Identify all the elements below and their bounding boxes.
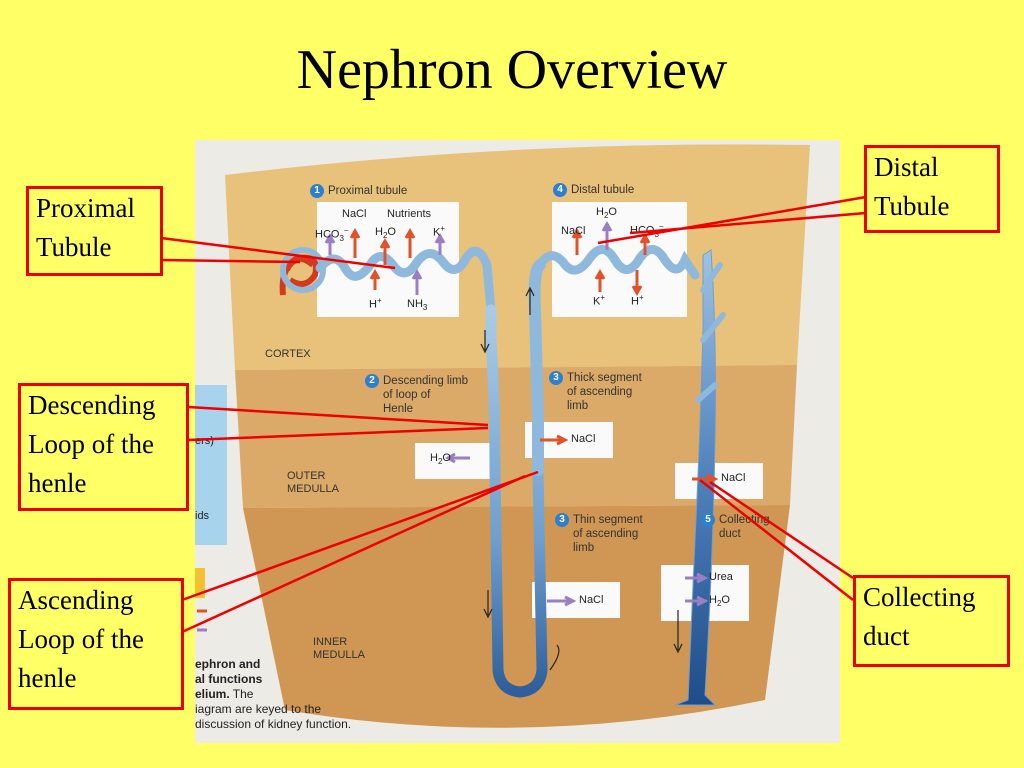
chem-h2o-duct: H2O: [709, 594, 730, 609]
chem-h2o-distal: H2O: [596, 206, 617, 221]
chem-nacl-proximal: NaCl: [342, 208, 367, 220]
proximal-line-1: [160, 236, 396, 270]
chem-nutrients: Nutrients: [387, 208, 432, 220]
descending-limb-path: [485, 304, 548, 698]
callout-proximal-tubule: Proximal Tubule: [26, 186, 163, 276]
collecting-duct-path: [674, 249, 717, 706]
ascending-line-1: [181, 470, 539, 602]
chem-nh3: NH3: [407, 298, 428, 313]
ascending-line-2: [181, 474, 526, 634]
descending-line-1: [187, 405, 489, 427]
nacl-duct-box: [675, 463, 763, 499]
chem-k-distal: K+: [593, 293, 606, 308]
chem-urea: Urea: [709, 571, 733, 583]
proximal-tubule-path: [315, 246, 496, 315]
inner-medulla-label: INNER MEDULLA: [313, 636, 365, 661]
chem-h2o-proximal: H2O: [375, 226, 396, 241]
callout-ascending-loop: Ascending Loop of the henle: [8, 578, 184, 710]
nacl-thin-arrow: [547, 595, 577, 607]
distal-line-1: [597, 195, 867, 245]
collecting-line-1: [709, 480, 854, 580]
nacl-duct-arrow: [692, 473, 719, 485]
side-text-ids: ids: [195, 510, 210, 522]
nacl-thick-arrow: [540, 434, 569, 446]
h2o-duct-arrow: [685, 595, 709, 607]
slide-title: Nephron Overview: [296, 39, 728, 101]
nephron-diagram: [195, 140, 840, 743]
callout-collecting-duct: Collecting duct: [853, 575, 1010, 667]
figure-caption: ephron and al functions elium. The iagra…: [195, 657, 352, 731]
proximal-arrows: [324, 227, 446, 295]
descending-line-2: [187, 426, 489, 442]
callout-descending-loop: Descending Loop of the henle: [18, 383, 189, 511]
inner-medulla-zone: [243, 505, 790, 728]
chem-nacl-thick: NaCl: [571, 433, 596, 445]
distal-line-2: [629, 211, 867, 235]
chem-k-proximal: K+: [433, 224, 446, 239]
chem-hco3-proximal: HCO3−: [315, 226, 349, 243]
nacl-thin-box: [532, 582, 620, 618]
outer-medulla-zone: [235, 365, 797, 508]
collecting-line-2: [699, 479, 854, 601]
callout-distal-tubule: Distal Tubule: [864, 145, 1000, 233]
side-panel-yellow: [195, 568, 205, 598]
chem-nacl-thin: NaCl: [579, 594, 604, 606]
chem-h-proximal: H+: [369, 296, 382, 311]
side-panel-blue: [195, 385, 227, 545]
chem-nacl-duct: NaCl: [721, 472, 746, 484]
chem-h2o-descending: H2O: [430, 452, 451, 467]
urea-arrow: [685, 572, 709, 584]
chem-nacl-distal: NaCl: [561, 225, 586, 237]
chem-h-distal: H+: [631, 293, 644, 308]
outer-medulla-label: OUTER MEDULLA: [287, 470, 339, 495]
proximal-line-2: [160, 258, 301, 264]
cortex-label: CORTEX: [265, 348, 311, 360]
distal-tubule-path: [535, 245, 700, 280]
h2o-arrow: [444, 452, 470, 464]
